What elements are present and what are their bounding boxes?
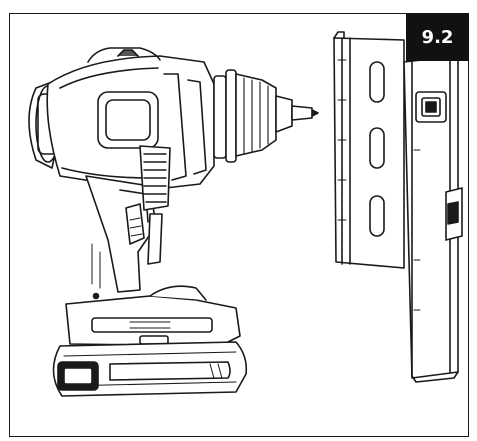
step-number-badge: 9.2 [406,13,469,61]
mounting-rail-icon [333,31,463,383]
cordless-drill-icon [28,47,319,397]
